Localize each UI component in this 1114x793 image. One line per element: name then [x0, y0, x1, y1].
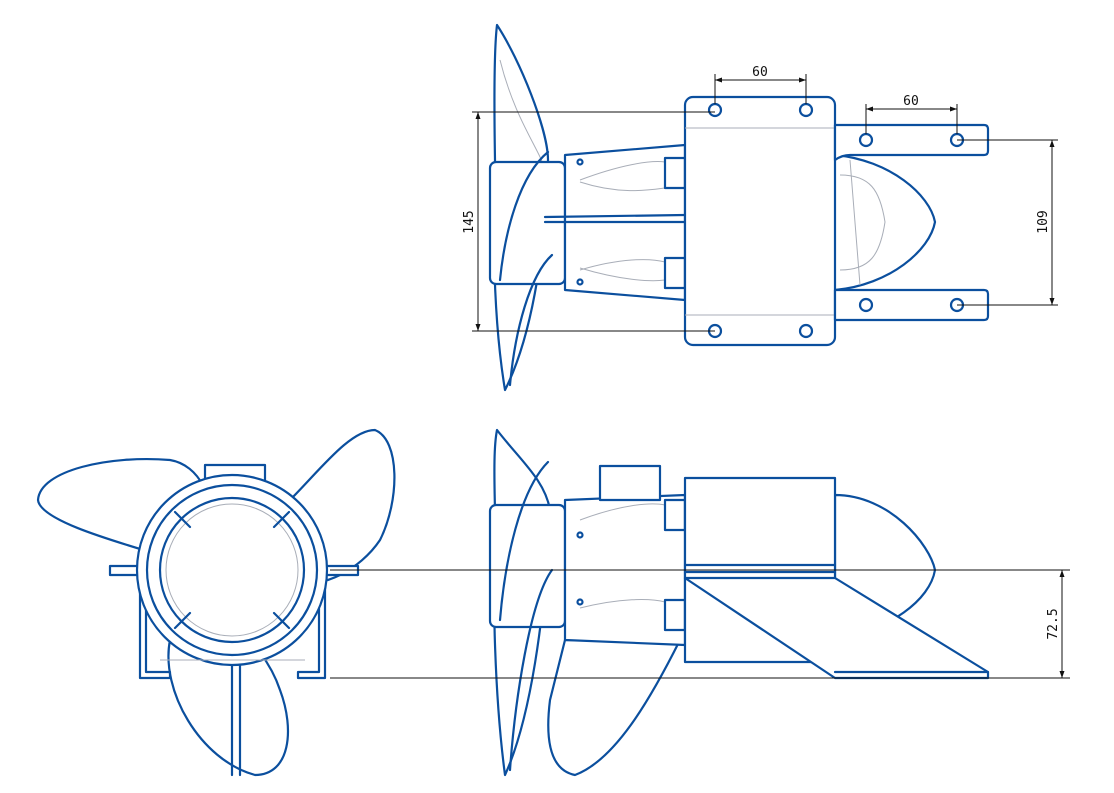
side-view [488, 428, 990, 777]
mount-hole [798, 323, 814, 339]
dim-top-hole-spacing: 60 [752, 65, 768, 80]
nose-cone-top [833, 153, 937, 292]
dimension-lines-side: 72.5 [330, 569, 1070, 679]
dim-bracket-span: 109 [1036, 210, 1051, 233]
mounting-plate-top [683, 95, 837, 347]
dim-fin-depth: 72.5 [1046, 608, 1061, 639]
dim-overall-height: 145 [462, 210, 477, 233]
wedge-fin [683, 576, 990, 680]
dim-bracket-hole-spacing: 60 [903, 94, 919, 109]
front-view [36, 428, 396, 777]
propeller-blade-top [492, 23, 550, 392]
top-view [488, 23, 990, 392]
bracket-lower [833, 288, 990, 322]
bracket-hole [858, 297, 874, 313]
lower-fin [547, 638, 682, 777]
dimension-lines-top: 60 60 145 109 [462, 65, 1058, 332]
bracket-upper [833, 123, 990, 162]
